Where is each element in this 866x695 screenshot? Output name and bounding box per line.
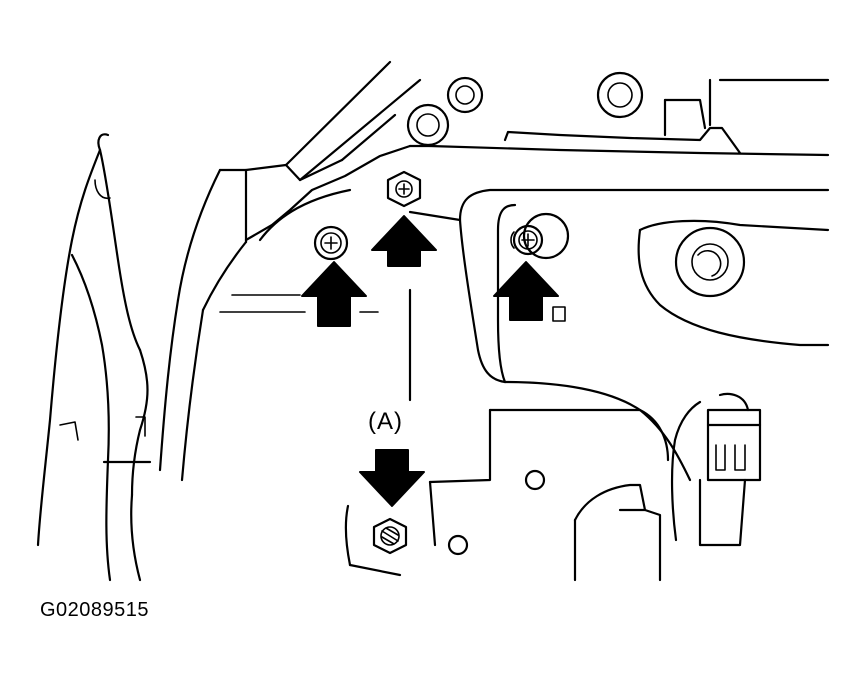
reference-marker: [552, 306, 566, 322]
arrow-up-right: [493, 261, 559, 321]
arrow-up-left: [301, 261, 367, 327]
arrow-down-callout: [359, 449, 425, 507]
bolt-left: [313, 225, 349, 261]
callout-label-a: (A): [368, 408, 403, 435]
lock-housing: [344, 78, 830, 577]
grommets: [406, 71, 746, 556]
bolt-right: [510, 224, 544, 256]
nut-bottom: [372, 517, 408, 555]
figure-code: G02089515: [40, 599, 150, 621]
door-lock-assembly-diagram: [36, 60, 830, 582]
bolt-top-center: [386, 170, 422, 208]
door-trim-panel: [36, 133, 152, 582]
arrow-up-center: [371, 215, 437, 267]
electrical-connector: [573, 392, 762, 582]
